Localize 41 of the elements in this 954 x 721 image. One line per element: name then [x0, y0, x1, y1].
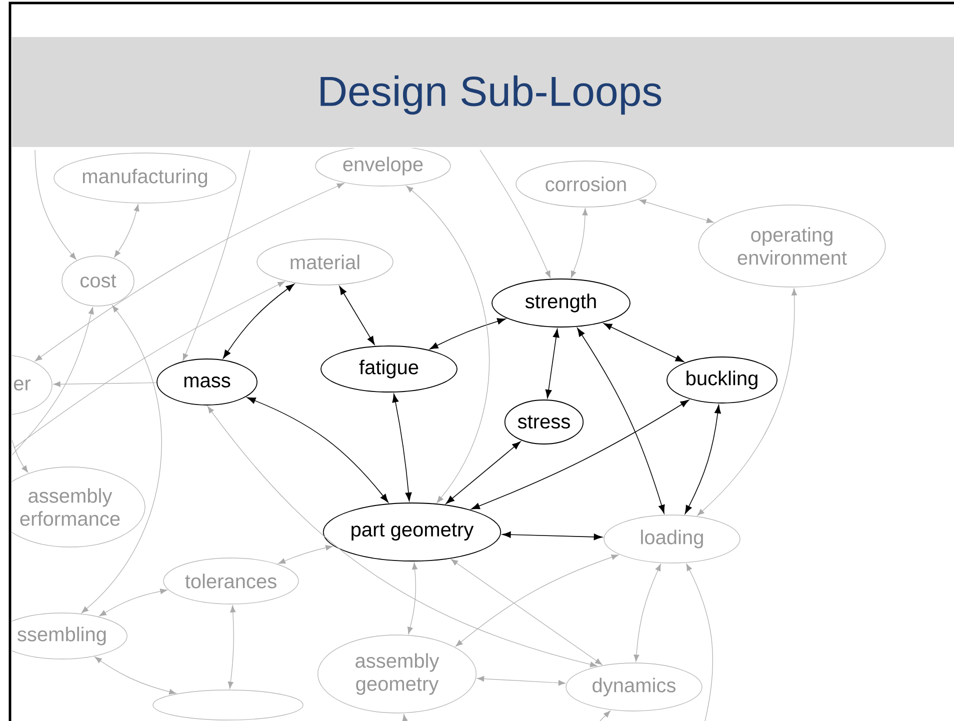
arrow — [182, 150, 250, 361]
arrow — [402, 714, 408, 721]
title: Design Sub-Loops — [320, 75, 662, 115]
arrow — [502, 531, 602, 540]
arrow — [639, 199, 714, 224]
arrow — [246, 397, 388, 503]
arrow — [446, 441, 521, 504]
arrow — [228, 605, 236, 689]
arrow — [406, 186, 490, 503]
arrow — [545, 328, 560, 398]
arrow — [12, 307, 94, 456]
arrow — [600, 710, 610, 721]
arrow — [477, 676, 566, 686]
arrow — [686, 564, 713, 721]
arrow — [697, 288, 798, 516]
arrow — [14, 281, 285, 448]
arrow — [392, 394, 412, 502]
arrow — [684, 404, 721, 514]
arrow — [207, 406, 598, 668]
arrow — [480, 150, 551, 278]
arrow — [456, 554, 619, 647]
arrow — [94, 656, 176, 694]
arrow — [577, 328, 665, 514]
ellipse — [152, 690, 304, 720]
arrow — [430, 318, 506, 350]
arrow — [12, 440, 28, 473]
arrow — [603, 323, 684, 362]
arrow — [34, 150, 76, 260]
arrow — [99, 588, 168, 616]
arrow — [471, 400, 690, 510]
arrow — [114, 204, 140, 258]
arrow — [570, 208, 588, 278]
arrow — [278, 545, 333, 564]
arrow — [34, 183, 344, 362]
arrow — [222, 284, 294, 359]
arrow — [81, 305, 162, 614]
arrow — [407, 562, 418, 634]
arrow — [634, 564, 661, 662]
arrow — [53, 381, 157, 387]
arrow — [339, 286, 375, 345]
arrow — [450, 559, 602, 665]
